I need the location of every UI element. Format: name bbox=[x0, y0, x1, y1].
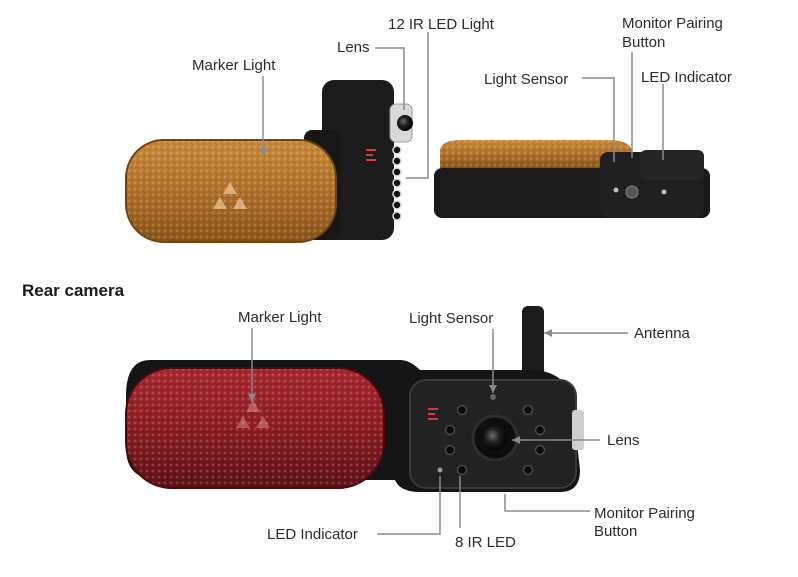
label-monitor-pairing-top-1: Monitor Pairing bbox=[622, 15, 723, 32]
label-monitor-pairing-top-2: Button bbox=[622, 34, 666, 51]
label-led-indicator-top: LED Indicator bbox=[641, 69, 732, 86]
side-camera-lens bbox=[397, 115, 413, 131]
rear-light-sensor bbox=[490, 394, 496, 400]
label-8-ir-led: 8 IR LED bbox=[455, 534, 516, 551]
leader-lines bbox=[251, 32, 664, 535]
label-light-sensor-top: Light Sensor bbox=[484, 71, 569, 88]
label-monitor-pairing-bottom-2: Button bbox=[594, 523, 638, 540]
label-led-indicator-bottom: LED Indicator bbox=[267, 526, 358, 543]
label-monitor-pairing-bottom-1: Monitor Pairing bbox=[594, 505, 695, 522]
label-lens-top: Lens bbox=[337, 39, 370, 56]
ir-led-ring bbox=[444, 404, 546, 476]
top-view-camera bbox=[434, 140, 710, 218]
rear-led-indicator bbox=[437, 467, 443, 473]
rear-camera-lens bbox=[483, 426, 507, 450]
label-marker-light-bottom: Marker Light bbox=[238, 309, 322, 326]
antenna bbox=[522, 306, 544, 378]
label-12-ir-led: 12 IR LED Light bbox=[388, 16, 494, 33]
label-marker-light-top: Marker Light bbox=[192, 57, 276, 74]
section-heading-rear-camera: Rear camera bbox=[22, 281, 125, 300]
label-antenna: Antenna bbox=[634, 325, 690, 342]
ir-led-column bbox=[392, 145, 402, 221]
label-lens-bottom: Lens bbox=[607, 432, 640, 449]
rear-camera bbox=[125, 306, 584, 492]
side-camera bbox=[125, 80, 413, 243]
label-light-sensor-bottom: Light Sensor bbox=[409, 310, 494, 327]
